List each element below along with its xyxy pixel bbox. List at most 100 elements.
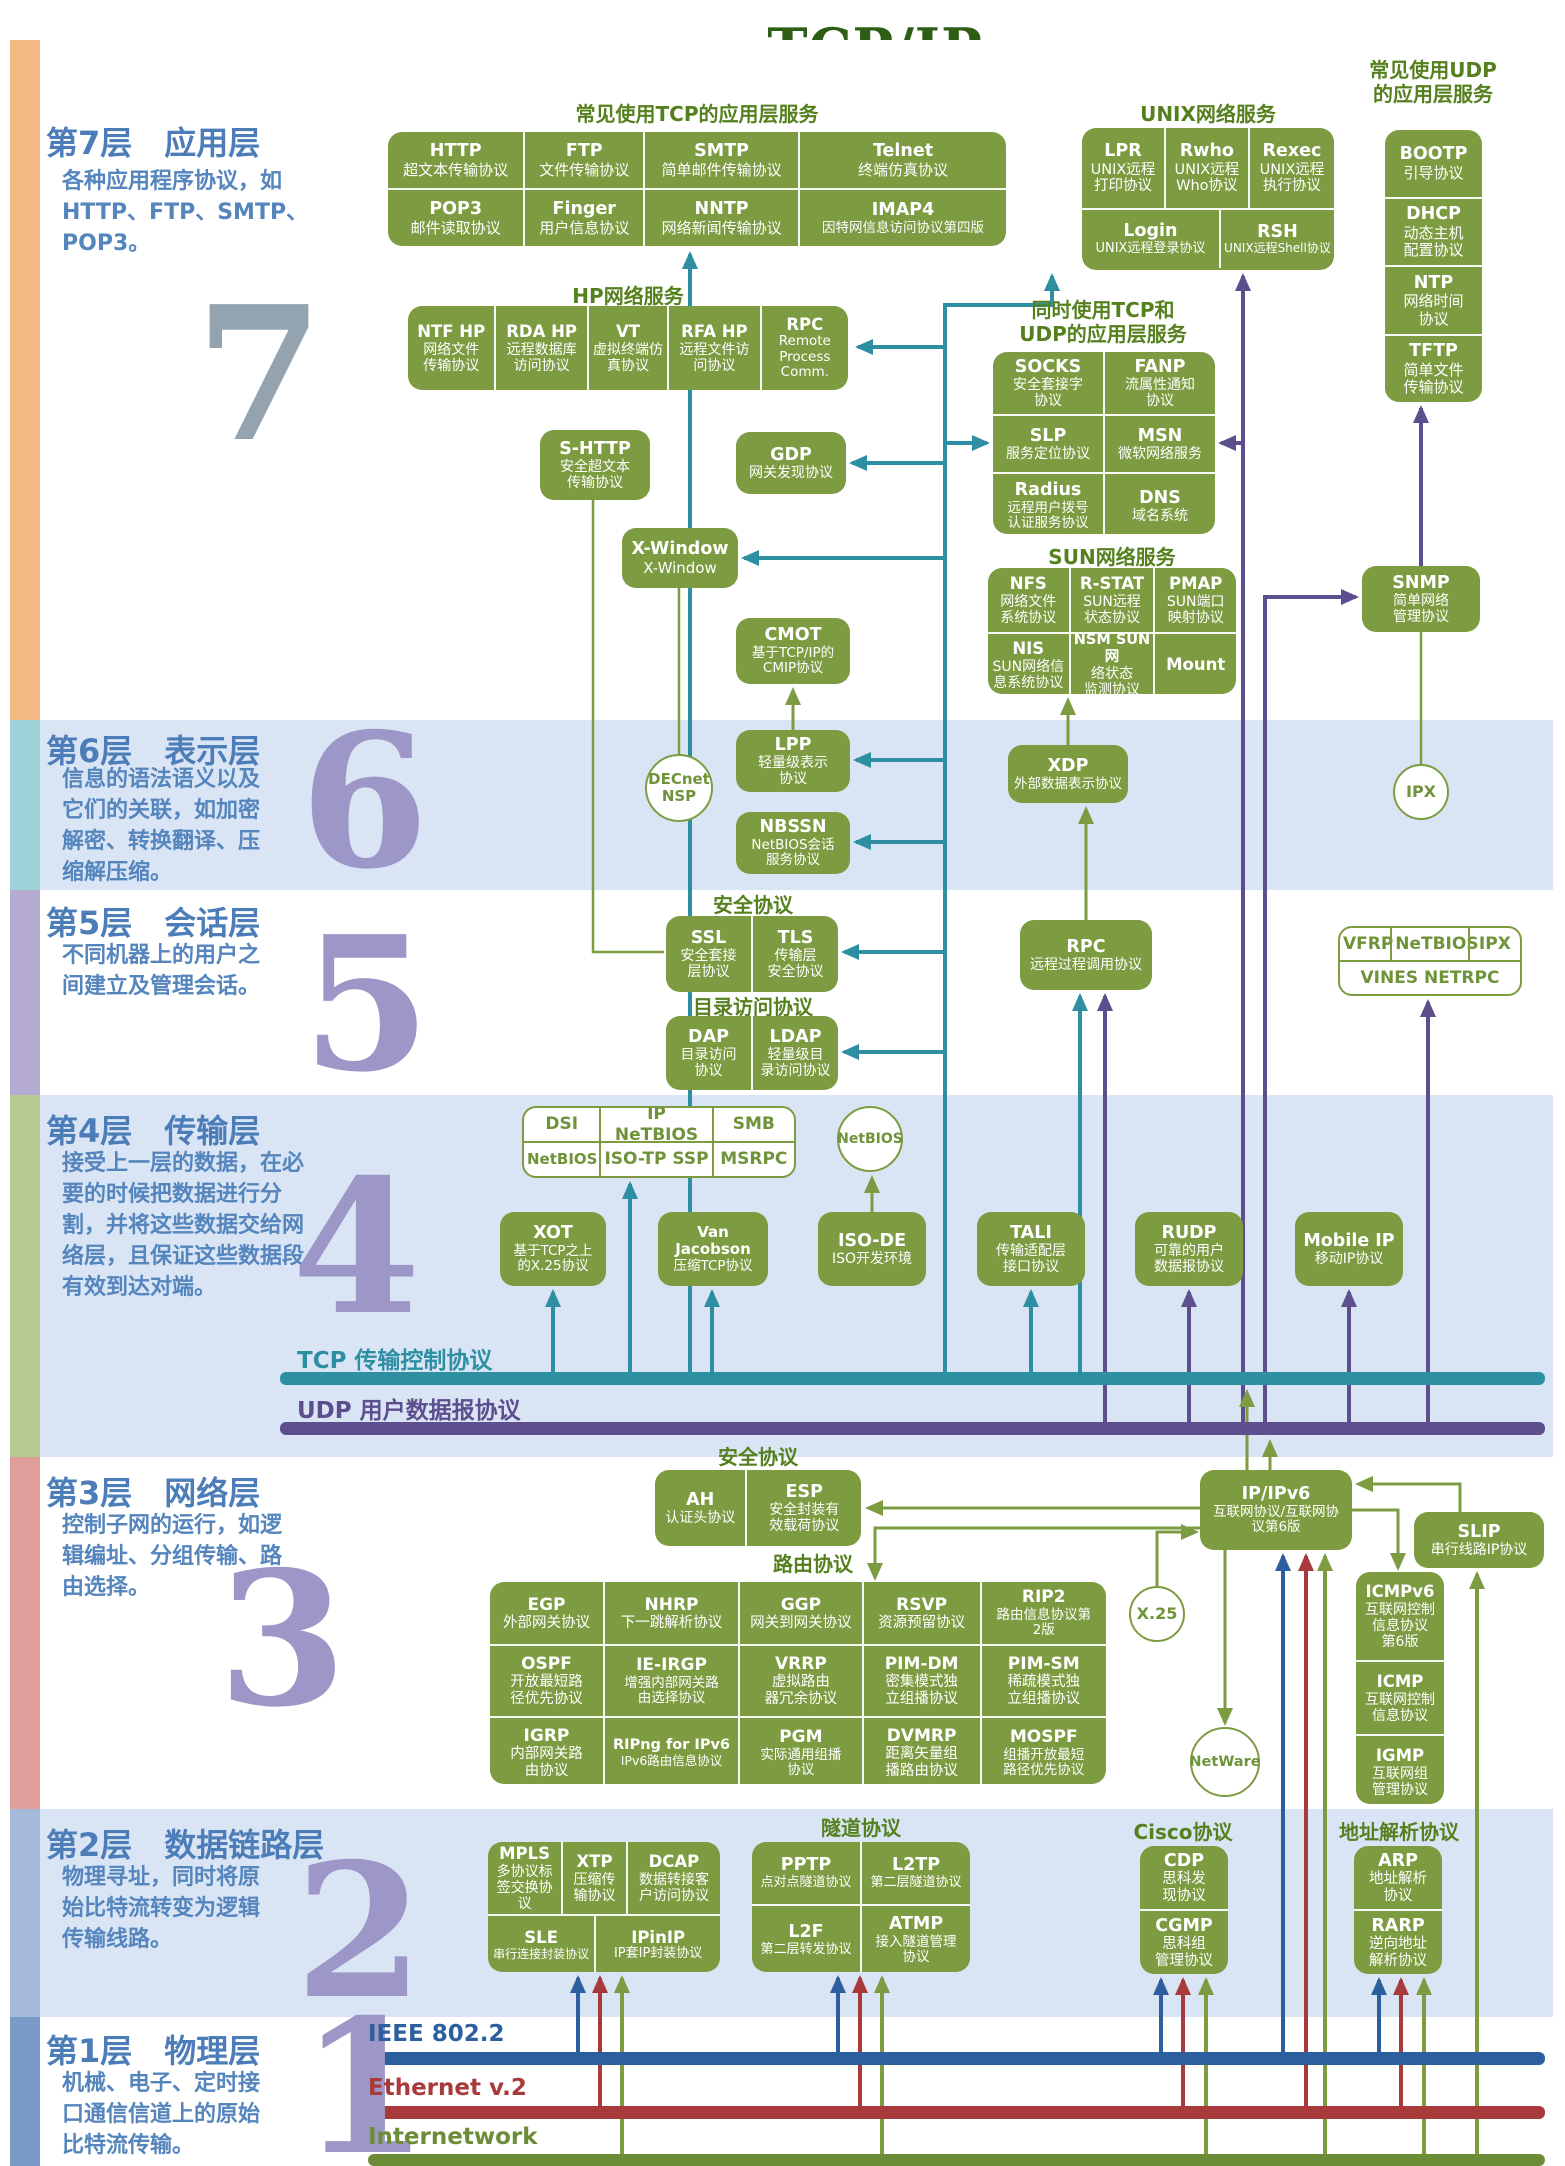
protocol-subtitle: 路径优先协议 [1003,1762,1085,1779]
layer-desc-line: 口通信信道上的原始 [62,2102,261,2127]
protocol-title: NHRP [644,1594,699,1615]
protocol-title: SLP [1029,425,1067,446]
protocol-subtitle: SUN端口 [1166,593,1225,610]
layer-desc-2: 物理寻址，同时将原始比特流转变为逻辑传输线路。 [62,1862,260,1955]
protocol-title: DAP [688,1026,729,1047]
layer-desc-line: 信息的语法语义以及 [62,767,261,792]
addr-res-header: 地址解析协议 [1339,1820,1459,1844]
protocol-subtitle: 状态协议 [1084,609,1140,626]
layer-desc-line: 各种应用程序协议，如 [62,169,283,194]
layer-desc-line: 不同机器上的用户之 [62,943,261,968]
protocol-subtitle: 打印协议 [1093,178,1152,195]
protocol-title: IGRP [523,1726,570,1747]
protocol-title: RDA HP [506,322,578,342]
protocol-subtitle: 邮件读取协议 [410,218,501,237]
protocol-title: NNTP [694,199,749,220]
protocol-title: ICMPv6 [1365,1582,1435,1602]
protocol-subtitle: 基于TCP/IP的 [751,644,835,661]
cisco-header: Cisco协议 [1133,1820,1232,1844]
protocol-subtitle: 第二层转发协议 [760,1941,852,1957]
circle-label: NetBIOS [837,1130,903,1147]
internetwork-bar [368,2154,1545,2166]
protocol-subtitle: 思科组 [1162,1936,1206,1953]
protocol-title: X-Window [631,539,729,560]
circle-label: NetWare [1189,1753,1261,1770]
protocol-title: EGP [527,1594,566,1615]
tunnel-header: 隧道协议 [821,1816,901,1840]
protocol-subtitle: 压缩TCP协议 [673,1257,753,1274]
protocol-title: MSRPC [720,1149,788,1170]
connector [1355,1476,1462,1512]
protocol-title: Telnet [872,141,934,162]
protocol-subtitle: 协议 [1146,393,1174,410]
protocol-title: FANP [1134,356,1186,377]
protocol-subtitle: 网络新闻传输协议 [661,218,782,237]
protocol-title: Rexec [1262,141,1322,161]
protocol-subtitle: 径优先协议 [510,1691,583,1708]
protocol-subtitle: Comm. [780,364,829,381]
sun-services-header: SUN网络服务 [1048,545,1175,569]
protocol-title: DCAP [648,1852,700,1872]
layer-strip-1 [10,2017,40,2166]
network-security-header: 安全协议 [718,1445,798,1469]
protocol-title: LPR [1104,141,1142,161]
protocol-subtitle: 立组播协议 [885,1691,958,1708]
protocol-subtitle: X-Window [643,558,717,577]
protocol-subtitle: 安全超文本 [560,459,630,476]
circle-label: DECnet [648,769,710,788]
protocol-subtitle: 器冗余协议 [764,1691,838,1708]
protocol-title: MOSPF [1009,1727,1078,1748]
protocol-title: Mobile IP [1303,1230,1395,1251]
protocol-subtitle: 管理协议 [1155,1952,1213,1969]
protocol-subtitle: 安全套接 [680,948,737,965]
protocol-title: PIM-SM [1007,1654,1080,1675]
protocol-subtitle: 可靠的用户 [1154,1243,1224,1260]
layer-band-1 [40,2017,1553,2166]
udp-bar [280,1422,1545,1435]
protocol-subtitle: 系统协议 [1000,609,1057,626]
protocol-title: Login [1123,221,1178,242]
protocol-subtitle: 超文本传输协议 [403,160,509,179]
circle-label: X.25 [1136,1603,1178,1623]
layer-desc-5: 不同机器上的用户之间建立及管理会话。 [62,940,260,1002]
protocol-title: DVMRP [886,1726,957,1747]
protocol-title: L2F [788,1922,824,1943]
protocol-cell: VINES NETRPC [1340,962,1520,994]
protocol-subtitle: 轻量级目 [767,1047,824,1064]
layer-strip-3 [10,1457,40,1809]
protocol-title: PPTP [780,1855,832,1876]
protocol-subtitle: SUN网络信 [992,658,1065,675]
